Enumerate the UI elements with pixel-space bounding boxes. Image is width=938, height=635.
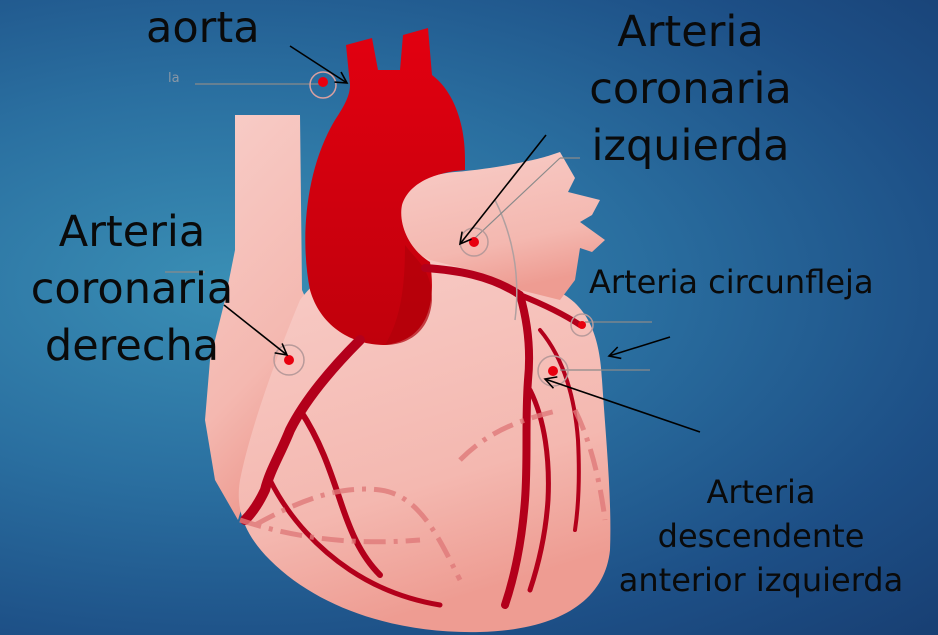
lca-marker-dot	[469, 237, 479, 247]
left-coronary-label-line2: coronaria	[578, 61, 803, 118]
right-coronary-label: Arteria coronaria derecha	[18, 204, 246, 375]
aorta-arrow	[290, 46, 347, 83]
right-coronary-label-line1: Arteria	[18, 204, 246, 261]
rca-marker-dot	[284, 355, 294, 365]
left-coronary-label-line3: izquierda	[578, 118, 803, 175]
lad-label-line1: Arteria	[596, 470, 926, 514]
right-coronary-label-line2: coronaria	[18, 261, 246, 318]
lad-marker-dot	[548, 366, 558, 376]
lad-label: Arteria descendente anterior izquierda	[596, 470, 926, 602]
aorta-label: aorta	[146, 4, 260, 53]
left-coronary-label-line1: Arteria	[578, 4, 803, 61]
circumflex-label: Arteria circunfleja	[589, 264, 874, 301]
faint-mark: la	[168, 72, 180, 87]
lad-label-line3: anterior izquierda	[596, 558, 926, 602]
left-coronary-label: Arteria coronaria izquierda	[578, 4, 803, 175]
circumflex-marker-dot	[578, 321, 586, 329]
right-coronary-label-line3: derecha	[18, 318, 246, 375]
aorta-marker-dot	[318, 77, 328, 87]
circumflex-arrow	[609, 337, 670, 356]
lad-label-line2: descendente	[596, 514, 926, 558]
